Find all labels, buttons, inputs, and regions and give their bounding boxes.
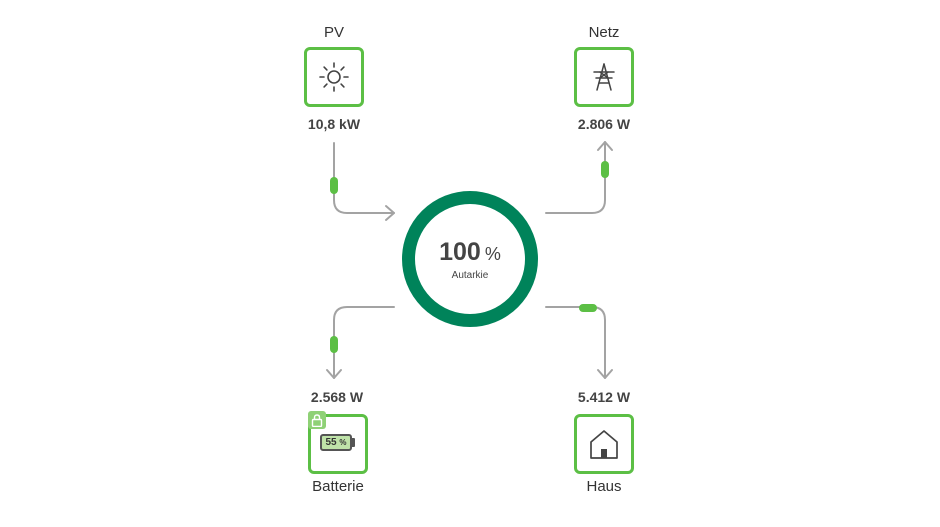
sun-icon — [319, 62, 349, 92]
grid-flow-line — [545, 141, 606, 214]
battery-icon: 55 % — [320, 434, 352, 451]
autarky-unit: % — [484, 244, 501, 264]
house-node[interactable] — [574, 414, 634, 474]
autarky-number: 100 — [439, 238, 481, 266]
house-flow-indicator — [579, 304, 597, 312]
pv-flow-indicator — [330, 177, 338, 194]
pv-power-value: 10,8 kW — [307, 116, 361, 132]
grid-label: Netz — [588, 24, 620, 41]
pv-label: PV — [323, 24, 344, 41]
battery-charge: 55 — [325, 437, 337, 448]
pv-flow-line — [333, 142, 395, 214]
autarky-value: 100% — [402, 238, 538, 267]
grid-node[interactable] — [574, 47, 634, 107]
grid-power-value: 2.806 W — [577, 116, 631, 132]
pv-flow-arrowhead — [385, 205, 395, 221]
grid-flow-arrowhead — [597, 141, 613, 151]
battery-terminal — [352, 438, 355, 447]
autarky-caption: Autarkie — [451, 270, 489, 281]
house-label: Haus — [586, 478, 622, 495]
house-flow-arrowhead — [597, 369, 613, 379]
battery-label: Batterie — [312, 478, 364, 495]
battery-power-value: 2.568 W — [310, 389, 364, 405]
house-power-value: 5.412 W — [577, 389, 631, 405]
house-flow-line — [545, 306, 606, 379]
lock-icon — [308, 411, 326, 429]
house-icon — [590, 430, 618, 459]
battery-flow-arrowhead — [326, 369, 342, 379]
pv-node[interactable] — [304, 47, 364, 107]
grid-flow-indicator — [601, 161, 609, 178]
battery-flow-line — [333, 306, 395, 379]
power-tower-icon — [593, 63, 615, 91]
battery-charge-unit: % — [339, 438, 347, 447]
battery-flow-indicator — [330, 336, 338, 353]
